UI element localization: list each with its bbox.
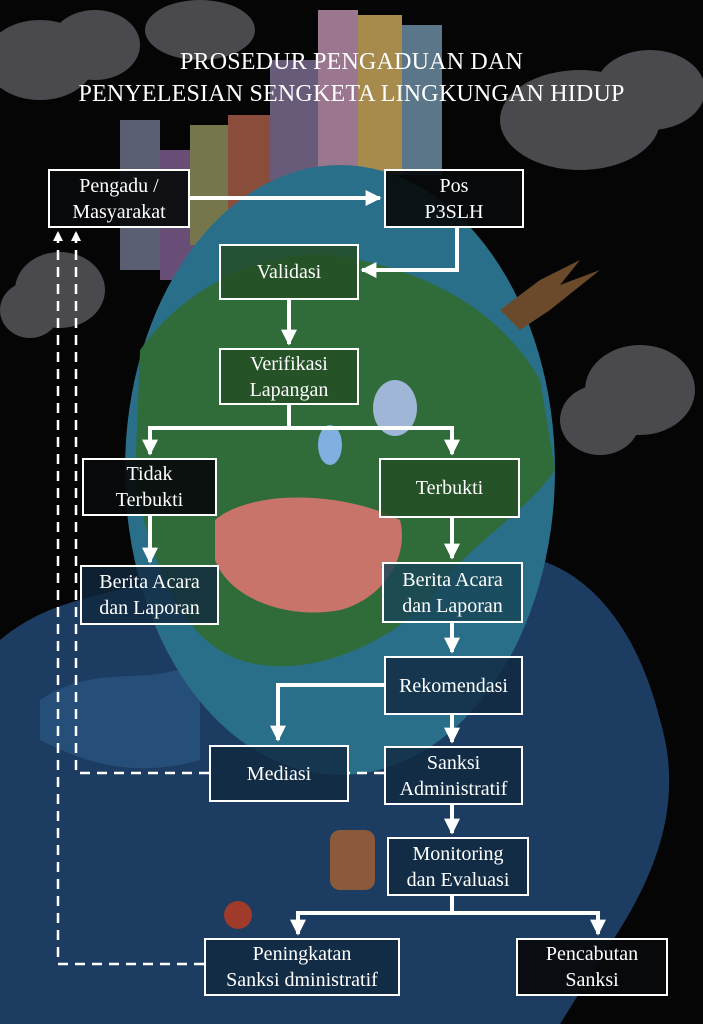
node-mediasi: Mediasi <box>209 745 349 802</box>
node-berita-kiri-line2: dan Laporan <box>99 597 200 619</box>
node-pengadu-line1: Pengadu / <box>79 174 159 197</box>
earth-eye <box>373 380 417 436</box>
node-pencabutan-sanksi: Pencabutan Sanksi <box>516 938 668 996</box>
title-line-2: PENYELESIAN SENGKETA LINGKUNGAN HIDUP <box>78 81 625 107</box>
earth-tear <box>318 425 342 465</box>
earth-mouth <box>215 497 402 613</box>
node-validasi-line1: Validasi <box>256 261 322 283</box>
node-sanksi-line1: Sanksi <box>426 751 481 774</box>
floating-melon <box>224 901 252 929</box>
node-pengadu-masyarakat: Pengadu / Masyarakat <box>48 169 190 228</box>
node-berita-acara-kiri: Berita Acara dan Laporan <box>80 565 219 625</box>
arrow-split-to-terbukti <box>289 426 460 456</box>
ocean-highlight <box>40 660 200 769</box>
node-monitoring-line1: Monitoring <box>412 842 504 865</box>
arrow-rekomendasi-to-mediasi <box>270 683 384 742</box>
node-sanksi-line2: Administratif <box>399 777 508 800</box>
node-validasi: Validasi <box>219 244 359 300</box>
node-tidak-terbukti: Tidak Terbukti <box>82 458 217 516</box>
node-tidak-line2: Terbukti <box>115 489 184 511</box>
arrow-split-to-tidak <box>142 426 289 456</box>
node-peningkatan-line1: Peningkatan <box>252 943 352 965</box>
smoke-clouds <box>0 0 703 455</box>
node-terbukti: Terbukti <box>379 458 520 518</box>
arrow-split-to-peningkatan <box>290 911 452 936</box>
node-pos-line2: P3SLH <box>424 200 484 223</box>
node-verifikasi-line1: Verifikasi <box>250 352 328 375</box>
city-buildings <box>120 10 442 280</box>
node-peningkatan-line2: Sanksi dministratif <box>226 969 378 991</box>
title-line-1: PROSEDUR PENGADUAN DAN <box>179 49 524 75</box>
node-terbukti-line1: Terbukti <box>415 477 484 499</box>
dashed-mediasi-to-pengadu <box>71 231 209 775</box>
node-pencabutan-line1: Pencabutan <box>545 943 639 965</box>
node-berita-kanan-line2: dan Laporan <box>402 594 503 617</box>
node-peningkatan-sanksi: Peningkatan Sanksi dministratif <box>204 938 400 996</box>
dashed-peningkatan-to-pengadu <box>53 231 204 966</box>
node-berita-kiri-line1: Berita Acara <box>99 571 200 593</box>
node-pencabutan-line2: Sanksi <box>565 969 619 991</box>
node-berita-acara-kanan: Berita Acara dan Laporan <box>382 562 523 623</box>
node-pos-line1: Pos <box>439 174 469 197</box>
node-monitoring-line2: dan Evaluasi <box>406 868 510 891</box>
node-rekomendasi-line1: Rekomendasi <box>399 674 508 697</box>
node-verifikasi-line2: Lapangan <box>249 378 329 401</box>
node-monitoring-evaluasi: Monitoring dan Evaluasi <box>387 837 529 896</box>
arrow-pos-to-validasi <box>360 228 459 278</box>
node-berita-kanan-line1: Berita Acara <box>402 568 503 591</box>
node-tidak-line1: Tidak <box>126 463 173 485</box>
node-rekomendasi: Rekomendasi <box>384 656 523 715</box>
arrow-split-to-pencabutan <box>452 911 606 936</box>
node-pos-p3slh: Pos P3SLH <box>384 169 524 228</box>
dead-tree-branch <box>500 260 600 330</box>
node-pengadu-line2: Masyarakat <box>72 200 166 223</box>
node-mediasi-line1: Mediasi <box>246 762 312 785</box>
node-sanksi-administratif: Sanksi Administratif <box>384 746 523 805</box>
floating-sack <box>330 830 375 890</box>
node-verifikasi-lapangan: Verifikasi Lapangan <box>219 348 359 405</box>
